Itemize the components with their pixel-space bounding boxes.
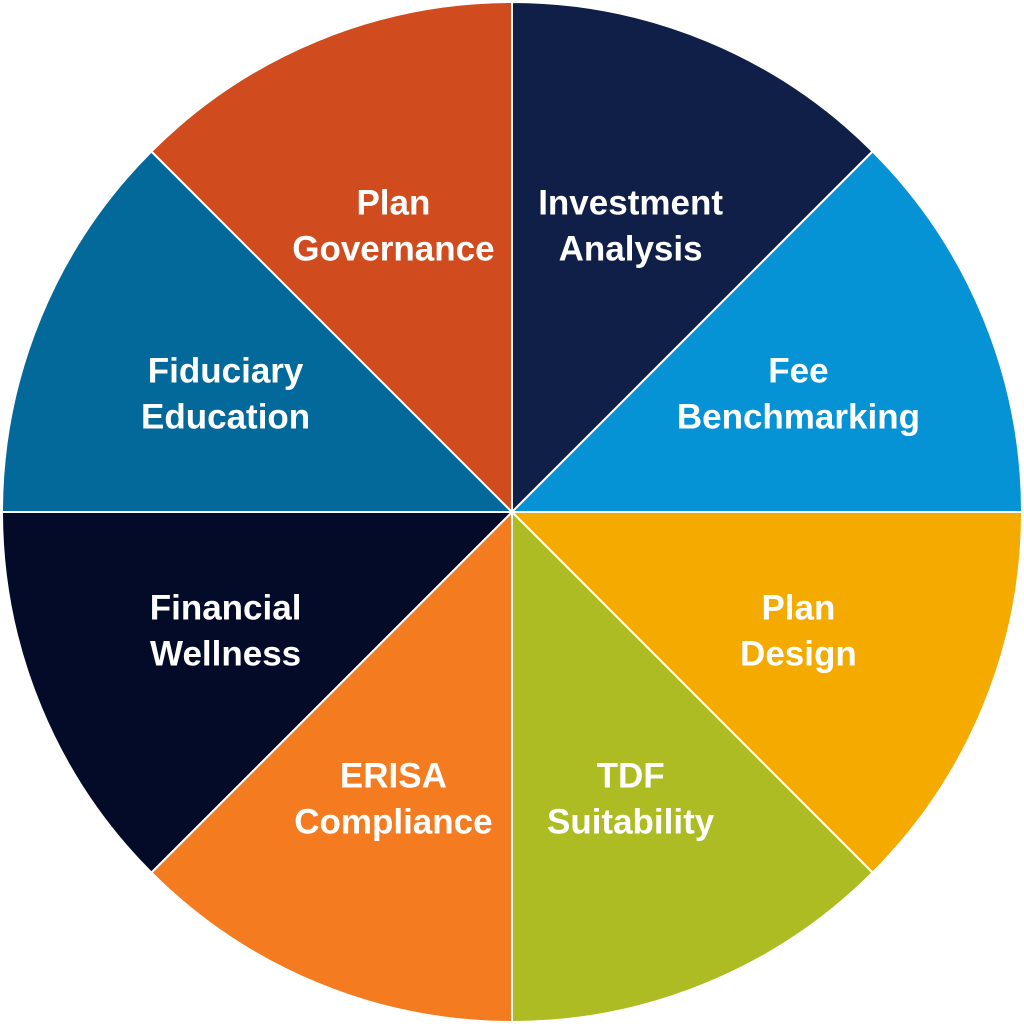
wheel-segment-tdf-suitability — [511, 509, 875, 1024]
wheel-segment-plan-governance — [149, 0, 513, 515]
wheel-label-line: Compliance — [294, 802, 492, 841]
wheel-segment-fiduciary-education — [0, 149, 515, 513]
wheel-segment-plan-design — [509, 511, 1024, 875]
wheel-label-line: Investment — [538, 184, 723, 223]
wheel-label-line: Fee — [768, 351, 828, 390]
wheel-label-line: TDF — [597, 756, 665, 795]
wheel-segment-financial-wellness — [0, 511, 515, 875]
wheel-segment-investment-analysis — [511, 0, 875, 515]
wheel-segment-fee-benchmarking — [509, 149, 1024, 513]
wheel-label-line: Financial — [150, 589, 302, 628]
wheel-label-line: Analysis — [559, 230, 703, 269]
wheel-label-tdf-suitability: TDF Suitability — [547, 756, 715, 841]
wheel-label-line: Plan — [761, 589, 835, 628]
wheel-label-line: Suitability — [547, 802, 715, 841]
wheel-label-line: Design — [740, 635, 857, 674]
wheel-segment-erisa-compliance — [149, 509, 513, 1024]
wheel-label-line: Education — [141, 397, 310, 436]
wheel-label-line: Governance — [292, 230, 494, 269]
wheel-label-erisa-compliance: ERISA Compliance — [294, 756, 492, 841]
wheel-label-line: Plan — [356, 184, 430, 223]
wheel-label-line: Fiduciary — [148, 351, 304, 390]
wheel-label-line: Benchmarking — [677, 397, 920, 436]
wheel-label-line: ERISA — [340, 756, 447, 795]
wheel-label-line: Wellness — [150, 635, 301, 674]
